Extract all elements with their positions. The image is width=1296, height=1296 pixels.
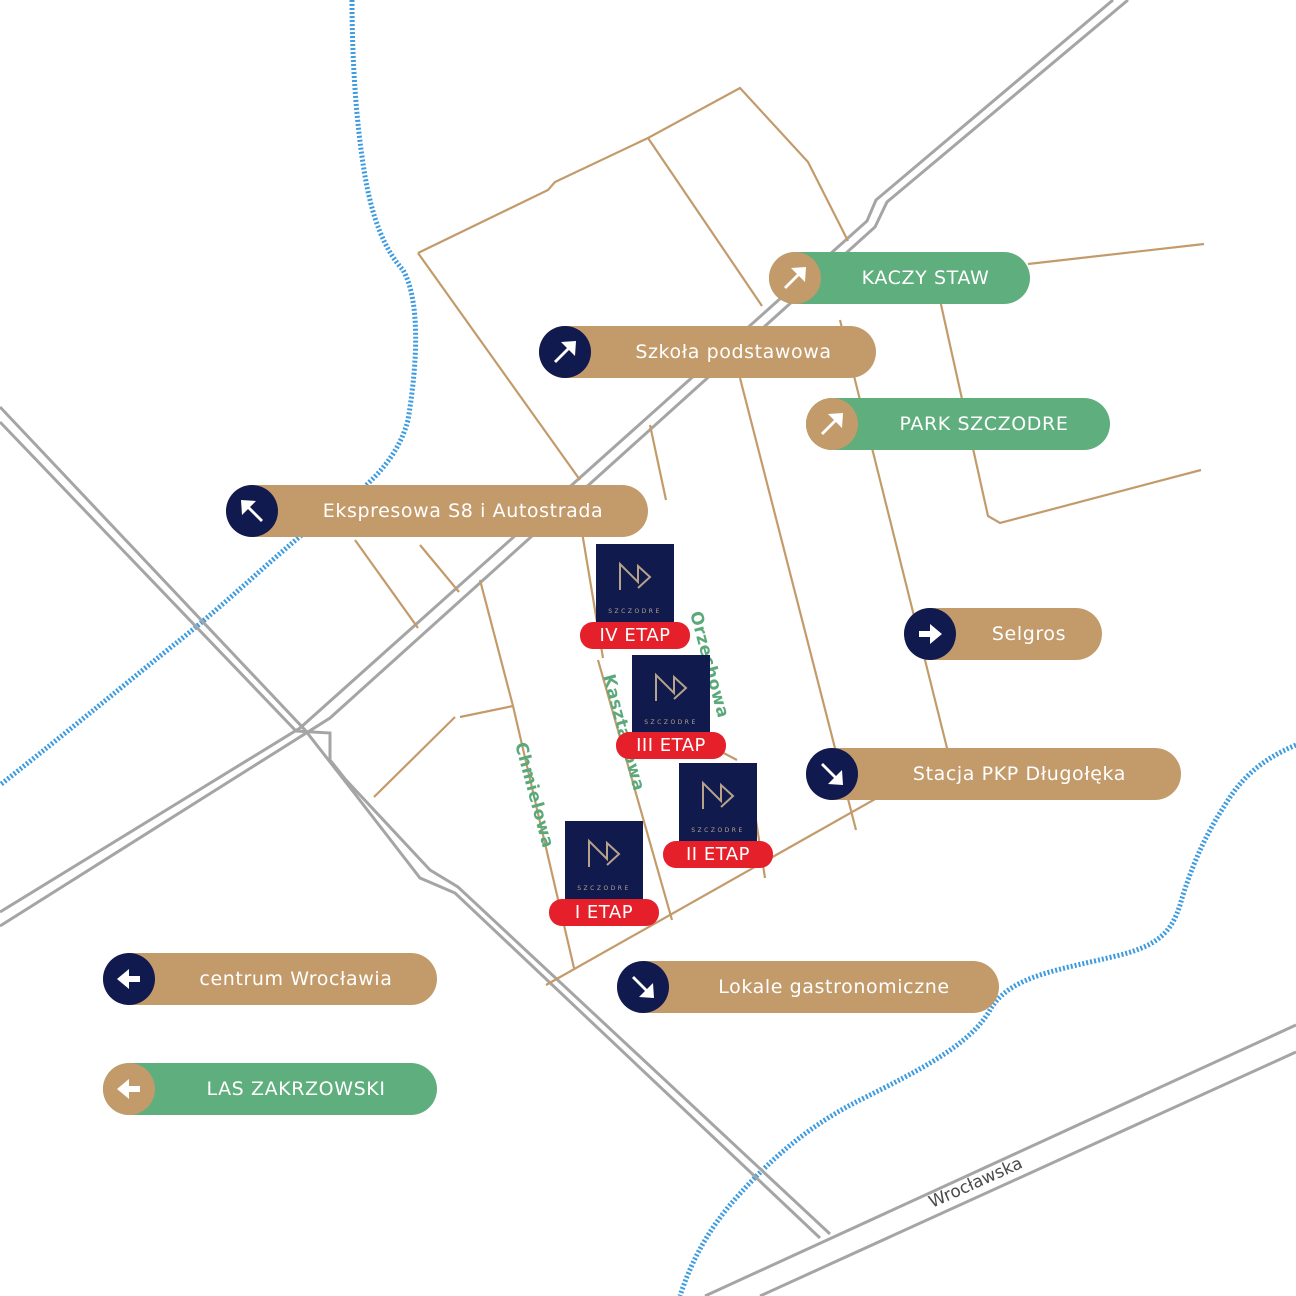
szczodre-logo-icon (588, 838, 621, 867)
stage-label-1[interactable]: I ETAP (549, 899, 659, 926)
stage-marker-3[interactable]: SZCZODRE (632, 655, 710, 733)
destination-pkp[interactable]: Stacja PKP Długołęka (806, 748, 1181, 800)
stage-marker-2[interactable]: SZCZODRE (679, 763, 757, 841)
destination-label: Lokale gastronomiczne (718, 976, 950, 998)
marker-brand: SZCZODRE (608, 608, 662, 615)
marker-brand: SZCZODRE (691, 827, 745, 834)
marker-brand: SZCZODRE (577, 885, 631, 892)
destination-label: centrum Wrocławia (199, 968, 393, 990)
stage-marker-4[interactable]: SZCZODRE (596, 544, 674, 622)
marker-brand: SZCZODRE (644, 719, 698, 726)
arrow-left-icon (103, 953, 155, 1005)
arrow-up-left-icon (226, 485, 278, 537)
destination-s8[interactable]: Ekspresowa S8 i Autostrada (226, 485, 648, 537)
destination-label: KACZY STAW (861, 267, 990, 289)
destination-las[interactable]: LAS ZAKRZOWSKI (103, 1063, 437, 1115)
arrow-up-right-icon (806, 398, 858, 450)
arrow-up-right-icon (539, 326, 591, 378)
szczodre-logo-icon (702, 780, 735, 809)
destination-label: PARK SZCZODRE (899, 413, 1069, 435)
stage-label-4[interactable]: IV ETAP (580, 622, 690, 649)
destination-park[interactable]: PARK SZCZODRE (806, 398, 1110, 450)
stage-label-3[interactable]: III ETAP (616, 732, 726, 759)
arrow-right-icon (904, 608, 956, 660)
destination-centrum[interactable]: centrum Wrocławia (103, 953, 437, 1005)
local-streets (354, 86, 1205, 986)
arrow-left-icon (103, 1063, 155, 1115)
street-label-chmielowa: Chmielowa (510, 740, 557, 850)
destination-label: Selgros (991, 623, 1067, 645)
destination-label: Szkoła podstawowa (635, 341, 832, 363)
destination-lokale[interactable]: Lokale gastronomiczne (617, 961, 999, 1013)
arrow-down-right-icon (617, 961, 669, 1013)
stage-label-2[interactable]: II ETAP (663, 841, 773, 868)
destination-szkola[interactable]: Szkoła podstawowa (539, 326, 876, 378)
destination-kaczy-staw[interactable]: KACZY STAW (769, 252, 1030, 304)
arrow-down-right-icon (806, 748, 858, 800)
destination-label: Stacja PKP Długołęka (912, 763, 1127, 785)
arrow-up-right-icon (769, 252, 821, 304)
szczodre-logo-icon (655, 672, 688, 701)
destination-label: Ekspresowa S8 i Autostrada (322, 500, 604, 522)
szczodre-logo-icon (619, 561, 652, 590)
destination-selgros[interactable]: Selgros (904, 608, 1102, 660)
stage-marker-1[interactable]: SZCZODRE (565, 821, 643, 899)
destination-label: LAS ZAKRZOWSKI (206, 1078, 386, 1100)
